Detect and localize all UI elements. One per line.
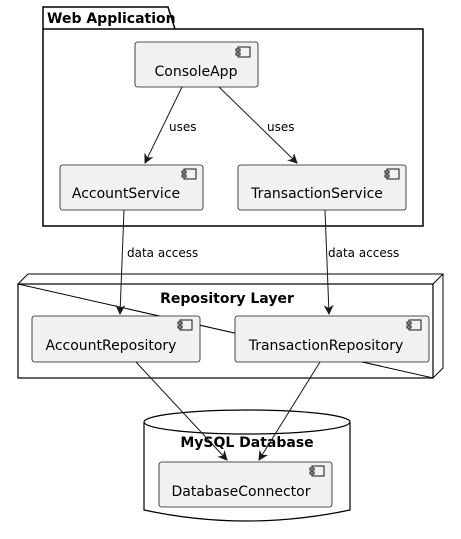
database-connector-component[interactable]: DatabaseConnector bbox=[158, 461, 333, 508]
transaction-service-component[interactable]: TransactionService bbox=[237, 164, 407, 211]
component-icon bbox=[177, 319, 193, 331]
transaction-service-label: TransactionService bbox=[250, 186, 383, 202]
transaction-repository-label: TransactionRepository bbox=[248, 338, 404, 354]
edge-accountrepository-to-connector bbox=[135, 361, 228, 461]
edge-console-to-account: uses bbox=[144, 86, 197, 164]
edge-label: data access bbox=[328, 246, 399, 260]
edge-label: uses bbox=[169, 120, 197, 134]
account-repository-component[interactable]: AccountRepository bbox=[31, 315, 201, 363]
component-icon bbox=[406, 319, 422, 331]
edge-transactionservice-to-repository: data access bbox=[323, 209, 399, 315]
web-application-package: Web Application bbox=[42, 6, 424, 227]
console-app-component[interactable]: ConsoleApp bbox=[134, 41, 259, 88]
console-app-label: ConsoleApp bbox=[155, 64, 238, 80]
mysql-database-label: MySQL Database bbox=[180, 435, 313, 451]
account-repository-label: AccountRepository bbox=[46, 338, 177, 354]
edge-transactionrepository-to-connector bbox=[258, 361, 321, 461]
component-icon bbox=[235, 46, 251, 58]
web-application-label: Web Application bbox=[47, 11, 176, 27]
transaction-repository-component[interactable]: TransactionRepository bbox=[234, 315, 430, 363]
edge-label: uses bbox=[267, 120, 295, 134]
database-connector-label: DatabaseConnector bbox=[171, 484, 310, 500]
repository-layer-label: Repository Layer bbox=[160, 291, 294, 307]
edge-console-to-transaction: uses bbox=[218, 86, 298, 164]
component-icon bbox=[181, 168, 197, 180]
component-icon bbox=[309, 465, 325, 477]
account-service-label: AccountService bbox=[72, 186, 180, 202]
account-service-component[interactable]: AccountService bbox=[59, 164, 204, 211]
edge-label: data access bbox=[127, 246, 198, 260]
component-icon bbox=[384, 168, 400, 180]
edge-accountservice-to-repository: data access bbox=[115, 209, 198, 315]
